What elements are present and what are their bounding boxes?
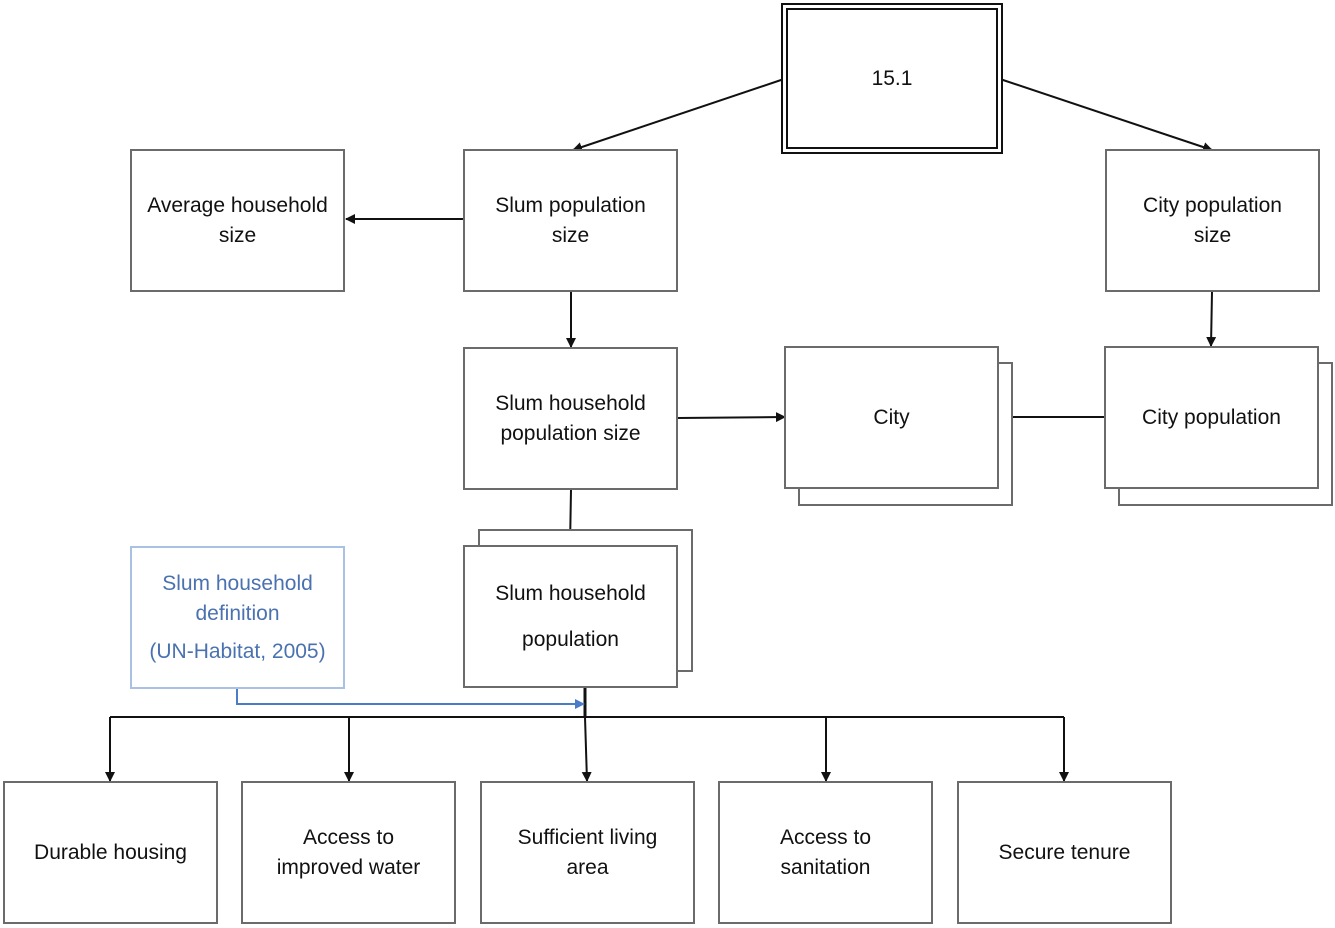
city-box: City [784,346,999,489]
slum-household-population-line1: Slum household [495,581,646,605]
slum-population-size-line2: size [551,223,590,247]
root-node-label: 15.1 [871,66,913,90]
durable-housing-label: Durable housing [34,840,187,864]
slum-household-population-size-line2: population size [500,421,641,445]
city-population-size-line1: City population [1143,193,1282,217]
arrow-slum-hh-pop-size-to-city [677,412,786,423]
city-population-size-line2: size [1193,223,1232,247]
slum-household-population-box: Slum household population [463,545,678,688]
slum-household-definition-box: Slum household definition (UN-Habitat, 2… [130,546,345,689]
improved-water-line1: Access to [302,825,395,849]
living-area-line1: Sufficient living [517,825,658,849]
slum-population-size-line1: Slum population [495,193,646,217]
improved-water-line2: improved water [276,855,421,879]
city-population-size-box: City population size [1105,149,1320,292]
slum-household-definition-citation: (UN-Habitat, 2005) [149,639,326,663]
slum-household-definition-line2: definition [195,601,280,625]
living-area-line2: area [566,855,609,879]
arrow-to-living-area [581,716,592,782]
avg-household-size-box: Average household size [130,149,345,292]
arrow-city-pop-size-to-city-population [1206,291,1217,347]
durable-housing-box: Durable housing [3,781,218,924]
secure-tenure-box: Secure tenure [957,781,1172,924]
avg-household-size-line2: size [218,223,257,247]
arrow-definition-to-trunk [236,688,585,709]
arrow-root-to-city-pop-size [999,78,1213,152]
city-label: City [873,405,910,429]
slum-household-population-line2: population [522,627,619,651]
improved-water-box: Access to improved water [241,781,456,924]
sanitation-box: Access to sanitation [718,781,933,924]
slum-population-size-box: Slum population size [463,149,678,292]
city-population-box: City population [1104,346,1319,489]
root-node: 15.1 [781,3,1003,154]
slum-household-definition-line1: Slum household [162,571,313,595]
city-population-label: City population [1142,405,1281,429]
slum-household-population-size-box: Slum household population size [463,347,678,490]
sanitation-line2: sanitation [780,855,871,879]
slum-household-population-size-line1: Slum household [495,391,646,415]
sanitation-line1: Access to [779,825,872,849]
arrow-root-to-slum-pop-size [572,78,785,152]
avg-household-size-line1: Average household [147,193,328,217]
secure-tenure-label: Secure tenure [998,840,1131,864]
living-area-box: Sufficient living area [480,781,695,924]
